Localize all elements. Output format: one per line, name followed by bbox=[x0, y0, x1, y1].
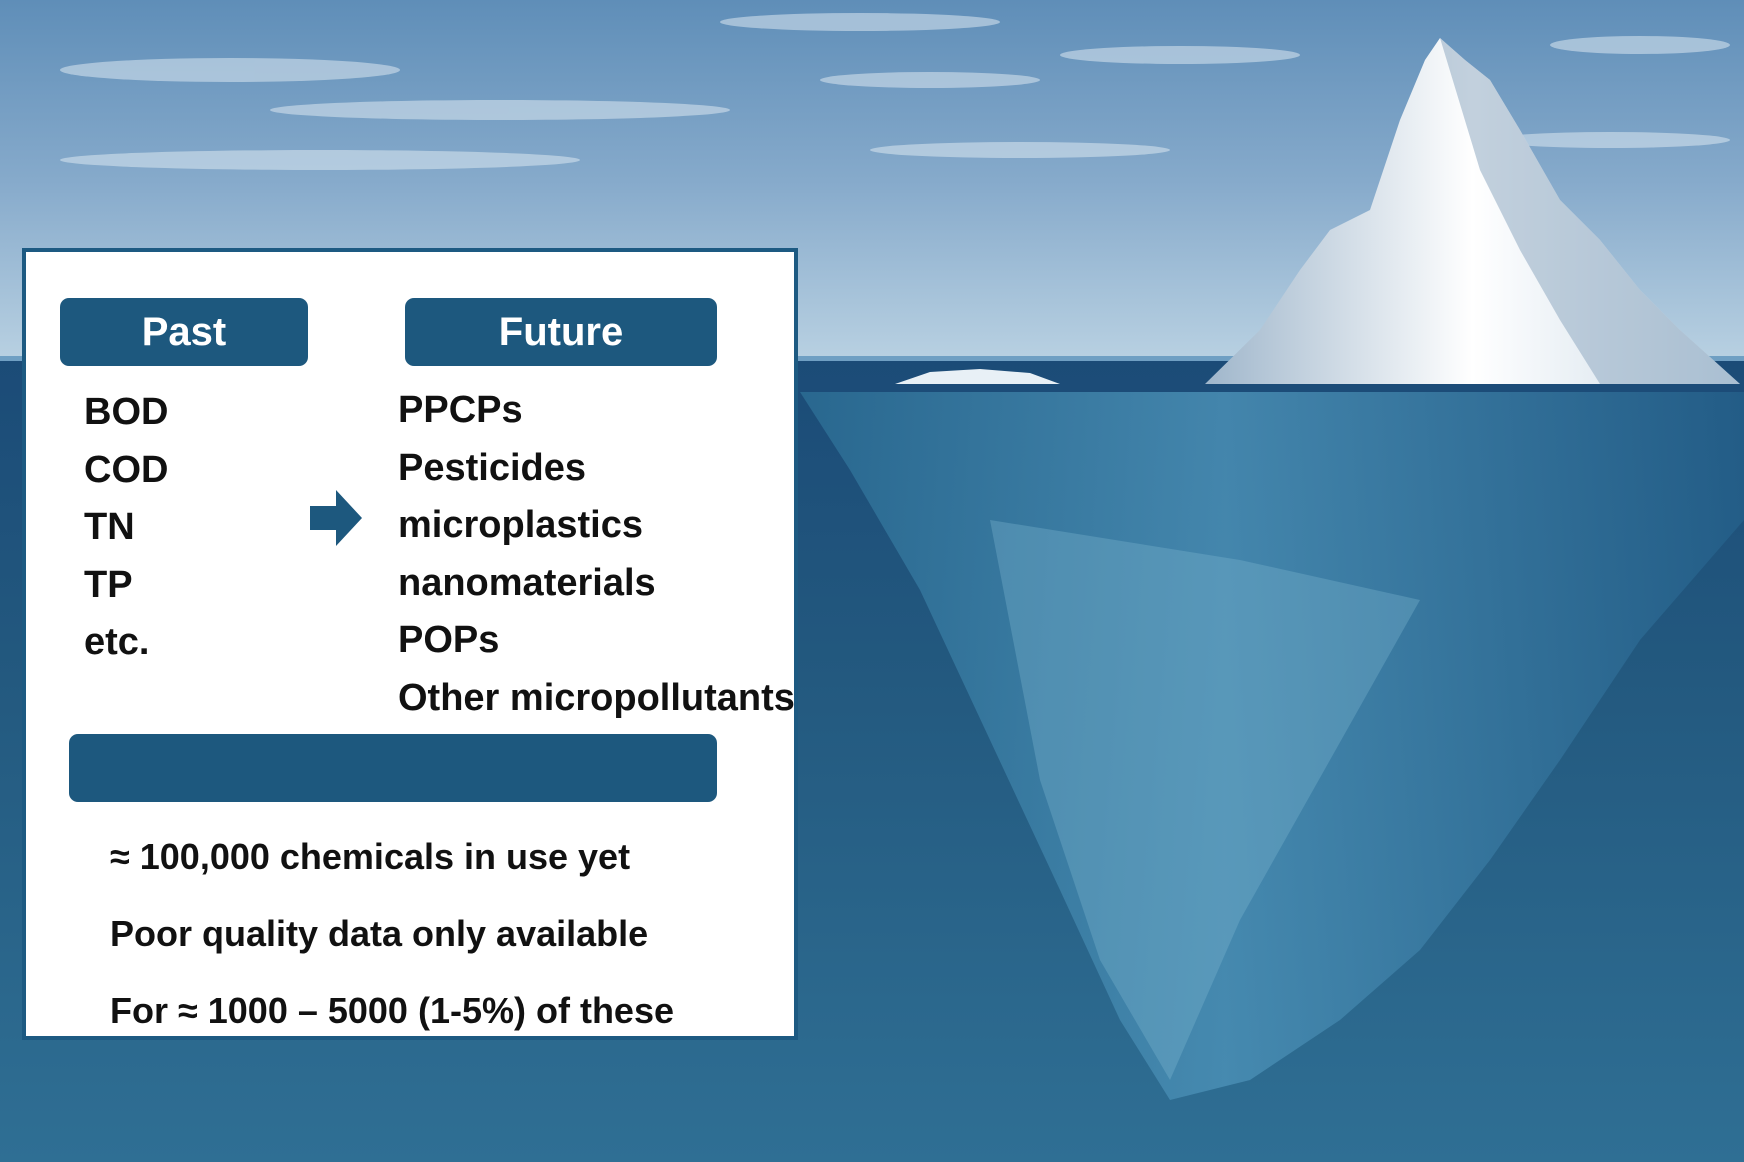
future-pollutants-list: PPCPs Pesticides microplastics nanomater… bbox=[398, 382, 795, 727]
future-header: Future bbox=[405, 298, 717, 366]
list-item: COD bbox=[84, 448, 169, 491]
list-item: PPCPs bbox=[398, 389, 523, 431]
list-item: BOD bbox=[84, 391, 169, 433]
list-item: nanomaterials bbox=[398, 561, 656, 604]
clouds bbox=[60, 13, 1730, 170]
past-header-label: Past bbox=[141, 309, 227, 354]
list-item: Pesticides bbox=[398, 446, 586, 489]
list-item: POPs bbox=[398, 619, 500, 661]
list-item: Other micropollutants bbox=[398, 676, 795, 719]
list-item: microplastics bbox=[398, 504, 643, 546]
summary-banner bbox=[69, 734, 717, 802]
note-data-fraction: For ≈ 1000 – 5000 (1-5%) of these bbox=[110, 990, 674, 1031]
list-item: etc. bbox=[84, 621, 150, 663]
list-item: TN bbox=[84, 506, 135, 548]
info-panel: Past Future BOD COD TN TP etc. PPCPs Pes… bbox=[22, 248, 798, 1040]
arrow-right-icon bbox=[310, 490, 362, 546]
iceberg-icon bbox=[800, 38, 1744, 1100]
note-chemicals-in-use: ≈ 100,000 chemicals in use yet bbox=[110, 836, 631, 877]
list-item: TP bbox=[84, 563, 133, 606]
past-header: Past bbox=[60, 298, 308, 366]
note-poor-data: Poor quality data only available bbox=[110, 913, 649, 954]
past-parameters-list: BOD COD TN TP etc. bbox=[84, 384, 168, 672]
future-header-label: Future bbox=[498, 309, 624, 354]
